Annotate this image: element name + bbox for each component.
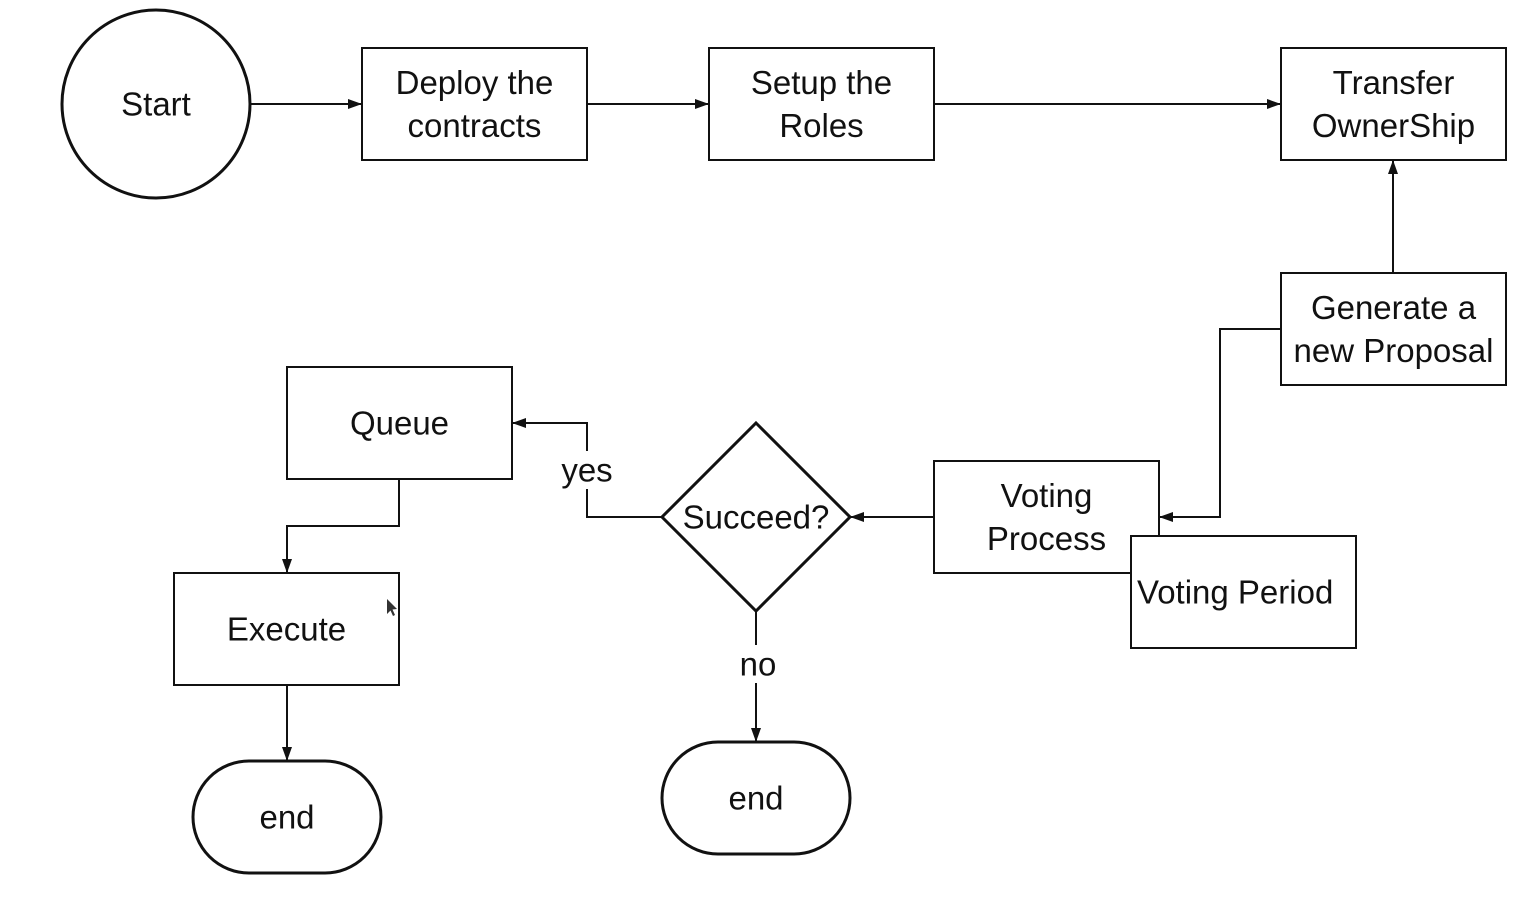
setup-roles-node-label-line-2: Roles xyxy=(779,107,863,144)
start-node-shape xyxy=(60,8,252,200)
end-node-middle: end xyxy=(660,740,852,856)
succeed-decision-node-shape xyxy=(659,420,853,614)
voting-period-node-shape xyxy=(1130,535,1357,649)
setup-roles-node-label-line-1: Setup the xyxy=(751,64,892,101)
deploy-contracts-node-shape xyxy=(361,47,588,161)
succeed-decision-node: Succeed? xyxy=(659,420,853,614)
voting-period-node-label-line-1: Voting Period xyxy=(1137,574,1333,611)
queue-node: Queue xyxy=(286,366,513,480)
succeed-decision-node-label-line-1: Succeed? xyxy=(683,499,830,536)
end-node-left-shape xyxy=(191,759,383,875)
edge-label-no: no xyxy=(740,646,777,683)
edge-queue-to-execute xyxy=(282,479,400,573)
voting-process-node-shape xyxy=(933,460,1160,574)
execute-node: Execute xyxy=(173,572,400,686)
end-node-left-label-line-1: end xyxy=(259,799,314,836)
end-node-middle-label-line-1: end xyxy=(728,780,783,817)
mouse-cursor-icon xyxy=(387,599,397,616)
voting-process-node-label-line-1: Voting xyxy=(1001,477,1093,514)
generate-proposal-node-shape xyxy=(1280,272,1507,386)
voting-period-node: Voting Period xyxy=(1130,535,1357,649)
queue-node-label-line-1: Queue xyxy=(350,405,449,442)
start-node-label-line-1: Start xyxy=(121,86,191,123)
generate-proposal-node: Generate a new Proposal xyxy=(1280,272,1507,386)
execute-node-label-line-1: Execute xyxy=(227,611,346,648)
transfer-ownership-node-label-line-1: Transfer xyxy=(1333,64,1455,101)
generate-proposal-node-label-line-2: new Proposal xyxy=(1294,332,1494,369)
end-node-middle-shape xyxy=(660,740,852,856)
execute-node-shape xyxy=(173,572,400,686)
deploy-contracts-node-label-line-1: Deploy the xyxy=(396,64,554,101)
deploy-contracts-node: Deploy the contracts xyxy=(361,47,588,161)
edge-label-background xyxy=(728,645,788,683)
edge-proposal-to-voting xyxy=(1159,328,1281,522)
queue-node-shape xyxy=(286,366,513,480)
edge-labels-layer: yes no xyxy=(557,451,788,683)
start-node: Start xyxy=(60,8,252,200)
setup-roles-node-shape xyxy=(708,47,935,161)
edge-label-yes: yes xyxy=(561,452,612,489)
voting-process-node-label-line-2: Process xyxy=(987,520,1106,557)
generate-proposal-node-label-line-1: Generate a xyxy=(1311,289,1477,326)
edge-label-background xyxy=(557,451,617,489)
transfer-ownership-node-shape xyxy=(1280,47,1507,161)
transfer-ownership-node-label-line-2: OwnerShip xyxy=(1312,107,1475,144)
deploy-contracts-node-label-line-2: contracts xyxy=(408,107,542,144)
end-node-left: end xyxy=(191,759,383,875)
